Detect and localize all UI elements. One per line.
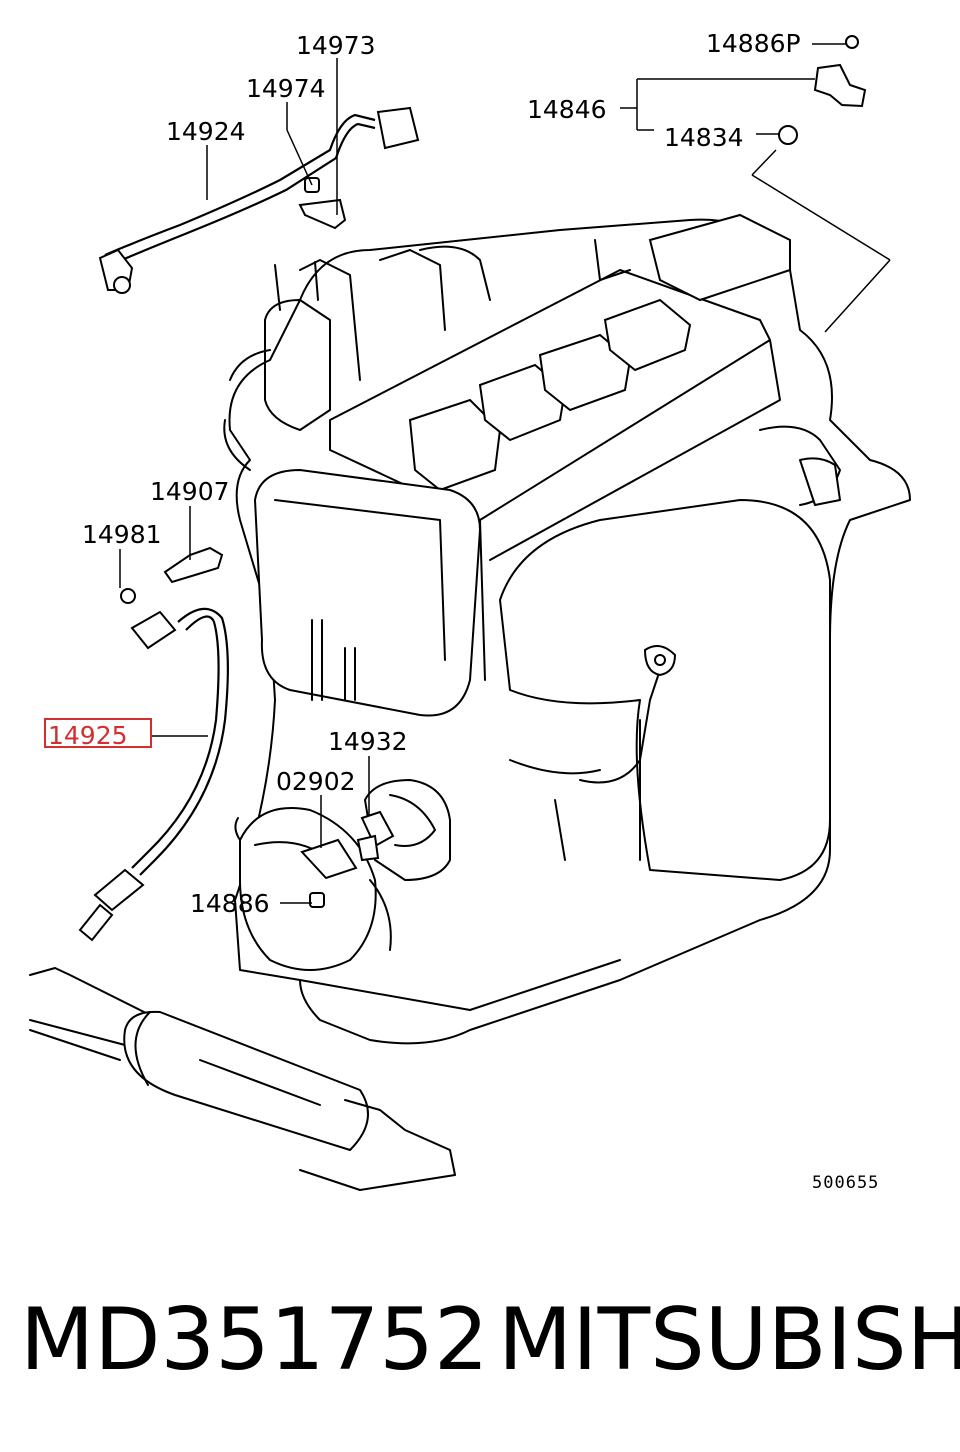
- leader-lines: [119, 43, 891, 904]
- callout-14886: 14886: [190, 889, 270, 918]
- part-number: MD351752: [20, 1290, 489, 1390]
- bracket-and-nut: [120, 546, 224, 604]
- callout-14974: 14974: [246, 74, 326, 103]
- callout-14925: 14925: [48, 721, 128, 750]
- o2-sensor-upstream: [98, 106, 420, 294]
- callout-14932: 14932: [328, 727, 408, 756]
- callout-14907: 14907: [150, 477, 230, 506]
- callout-02902: 02902: [276, 767, 356, 796]
- diagram-reference-code: 500655: [812, 1173, 879, 1193]
- crank-sensor-group: [300, 810, 395, 908]
- exhaust-pipe: [29, 967, 456, 1191]
- callout-14981: 14981: [82, 520, 162, 549]
- o2-sensor-downstream: [78, 607, 229, 942]
- engine-block: [223, 213, 911, 1045]
- callout-14924: 14924: [166, 117, 246, 146]
- callout-14834: 14834: [664, 123, 744, 152]
- callout-14846: 14846: [527, 95, 607, 124]
- callout-highlight-box: [44, 718, 152, 748]
- bracket-and-bolt: [298, 177, 347, 230]
- engine-parts-illustration: 14973 14974 14924 14886P 14846 14834 149…: [29, 29, 911, 1193]
- cam-position-sensor-top: [778, 35, 867, 145]
- brand-name: MITSUBISHI: [498, 1290, 960, 1390]
- callout-14973: 14973: [296, 31, 376, 60]
- callout-14886p: 14886P: [706, 29, 801, 58]
